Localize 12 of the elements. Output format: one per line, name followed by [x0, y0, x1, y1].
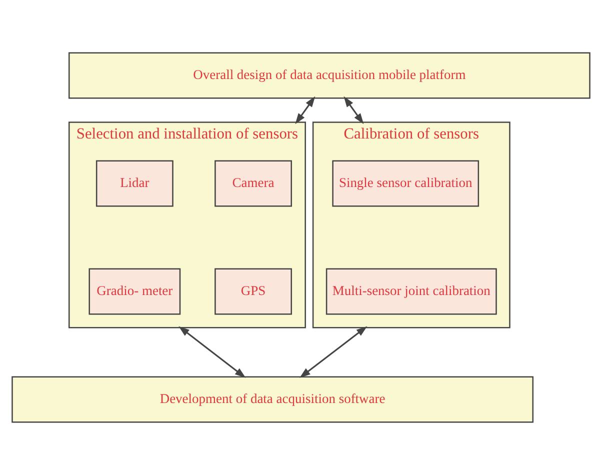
node-box: Gradio- meter	[88, 268, 181, 314]
node-box: Development of data acquisition software	[12, 376, 534, 422]
node-box: Multi-sensor joint calibration	[326, 268, 497, 314]
node-box: Lidar	[96, 160, 174, 206]
arrow	[344, 96, 364, 124]
arrow	[300, 326, 368, 378]
node-box: Camera	[214, 160, 292, 206]
arrow	[295, 96, 316, 124]
node-box: Overall design of data acquisition mobile platform	[68, 52, 590, 98]
arrow	[178, 326, 246, 378]
node-box: GPS	[214, 268, 292, 314]
node-box: Single sensor calibration	[332, 160, 480, 206]
